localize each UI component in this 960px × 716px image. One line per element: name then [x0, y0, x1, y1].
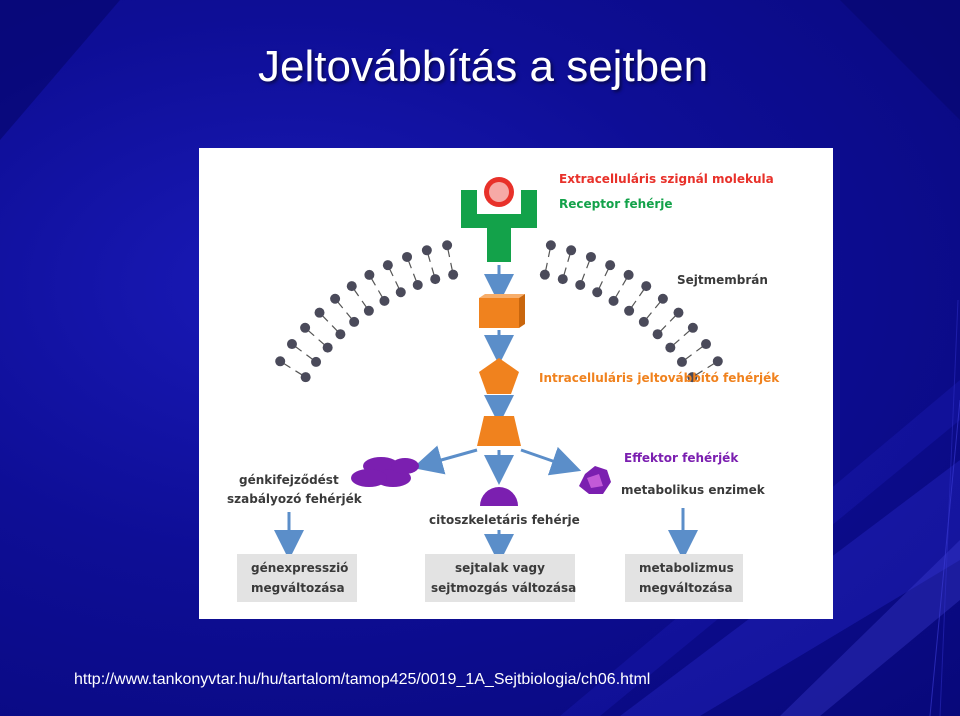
gene-regulator-label-1: génkifejződést	[239, 473, 339, 487]
lipid-head	[311, 356, 322, 367]
lipid-head	[592, 287, 603, 298]
outcome-shape-line-2: sejtmozgás változása	[431, 581, 576, 595]
relay-square-top	[479, 294, 525, 298]
gene-regulator-label-2: szabályozó fehérjék	[227, 492, 363, 506]
lipid-head	[545, 240, 556, 251]
outcome-box-metabolism	[625, 554, 743, 602]
lipid-head	[605, 260, 616, 271]
lipid-head	[557, 274, 568, 285]
lipid-head	[286, 339, 297, 350]
arrow-right	[520, 446, 582, 476]
lipid-head	[687, 322, 698, 333]
lipid-head	[575, 279, 586, 290]
cytoskeletal-protein-icon	[480, 487, 518, 506]
signal-molecule-highlight	[489, 182, 509, 202]
lipid-head	[657, 293, 668, 304]
relay-protein-trapezoid-icon	[477, 416, 521, 446]
lipid-head	[665, 342, 676, 353]
lipid-head	[421, 245, 432, 256]
lipid-head	[539, 269, 550, 280]
metabolic-enzyme-detail	[587, 474, 603, 488]
lipid-head	[402, 251, 413, 262]
lipid-head	[676, 356, 687, 367]
receptor-icon	[461, 190, 537, 262]
relay-protein-square-icon	[479, 298, 519, 328]
lipid-head	[395, 287, 406, 298]
outcome-gene-line-1: génexpresszió	[251, 561, 348, 575]
lipid-head	[364, 269, 375, 280]
source-url: http://www.tankonyvtar.hu/hu/tartalom/ta…	[74, 671, 651, 688]
cytoskeletal-label: citoszkeletáris fehérje	[429, 513, 580, 527]
lipid-head	[652, 329, 663, 340]
lipid-head	[363, 305, 374, 316]
lipid-head	[346, 281, 357, 292]
arrow-left	[412, 445, 478, 475]
lipid-head	[641, 281, 652, 292]
lipid-head	[448, 269, 459, 280]
lipid-head	[442, 240, 453, 251]
membrane-label: Sejtmembrán	[677, 273, 768, 287]
lipid-head	[638, 316, 649, 327]
outcome-metabolism-line-2: megváltozása	[639, 581, 733, 595]
intracellular-relay-label: Intracelluláris jeltovábbító fehérjék	[539, 371, 780, 385]
gene-regulatory-proteins-icon	[351, 457, 419, 487]
lipid-head	[566, 245, 577, 256]
relay-square-side	[519, 294, 525, 328]
lipid-head	[412, 279, 423, 290]
outcome-box-gene	[237, 554, 357, 602]
outcome-metabolism-line-1: metabolizmus	[639, 561, 734, 575]
lipid-head	[330, 293, 341, 304]
lipid-head	[608, 295, 619, 306]
relay-protein-pentagon-icon	[479, 358, 519, 394]
lipid-head	[349, 316, 360, 327]
lipid-head	[335, 329, 346, 340]
signal-transduction-diagram: Extracelluláris szignál molekula Recepto…	[199, 148, 833, 619]
metabolic-label: metabolikus enzimek	[621, 483, 766, 497]
slide-title: Jeltovábbítás a sejtben	[258, 42, 709, 91]
lipid-head	[712, 356, 723, 367]
signal-molecule-label: Extracelluláris szignál molekula	[559, 172, 774, 186]
outcome-shape-line-1: sejtalak vagy	[455, 561, 545, 575]
lipid-head	[275, 356, 286, 367]
lipid-head	[624, 305, 635, 316]
lipid-head	[585, 251, 596, 262]
lipid-head	[379, 295, 390, 306]
outcome-box-shape	[425, 554, 575, 602]
lipid-head	[430, 274, 441, 285]
effector-label: Effektor fehérjék	[624, 451, 739, 465]
receptor-label: Receptor fehérje	[559, 197, 673, 211]
lipid-head	[623, 269, 634, 280]
lipid-head	[300, 372, 311, 383]
lipid-head	[701, 339, 712, 350]
lipid-head	[300, 322, 311, 333]
lipid-head	[322, 342, 333, 353]
cell-membrane	[275, 240, 723, 383]
lipid-head	[314, 307, 325, 318]
lipid-head	[382, 260, 393, 271]
outcome-gene-line-2: megváltozása	[251, 581, 345, 595]
lipid-head	[687, 372, 698, 383]
lipid-head	[673, 307, 684, 318]
